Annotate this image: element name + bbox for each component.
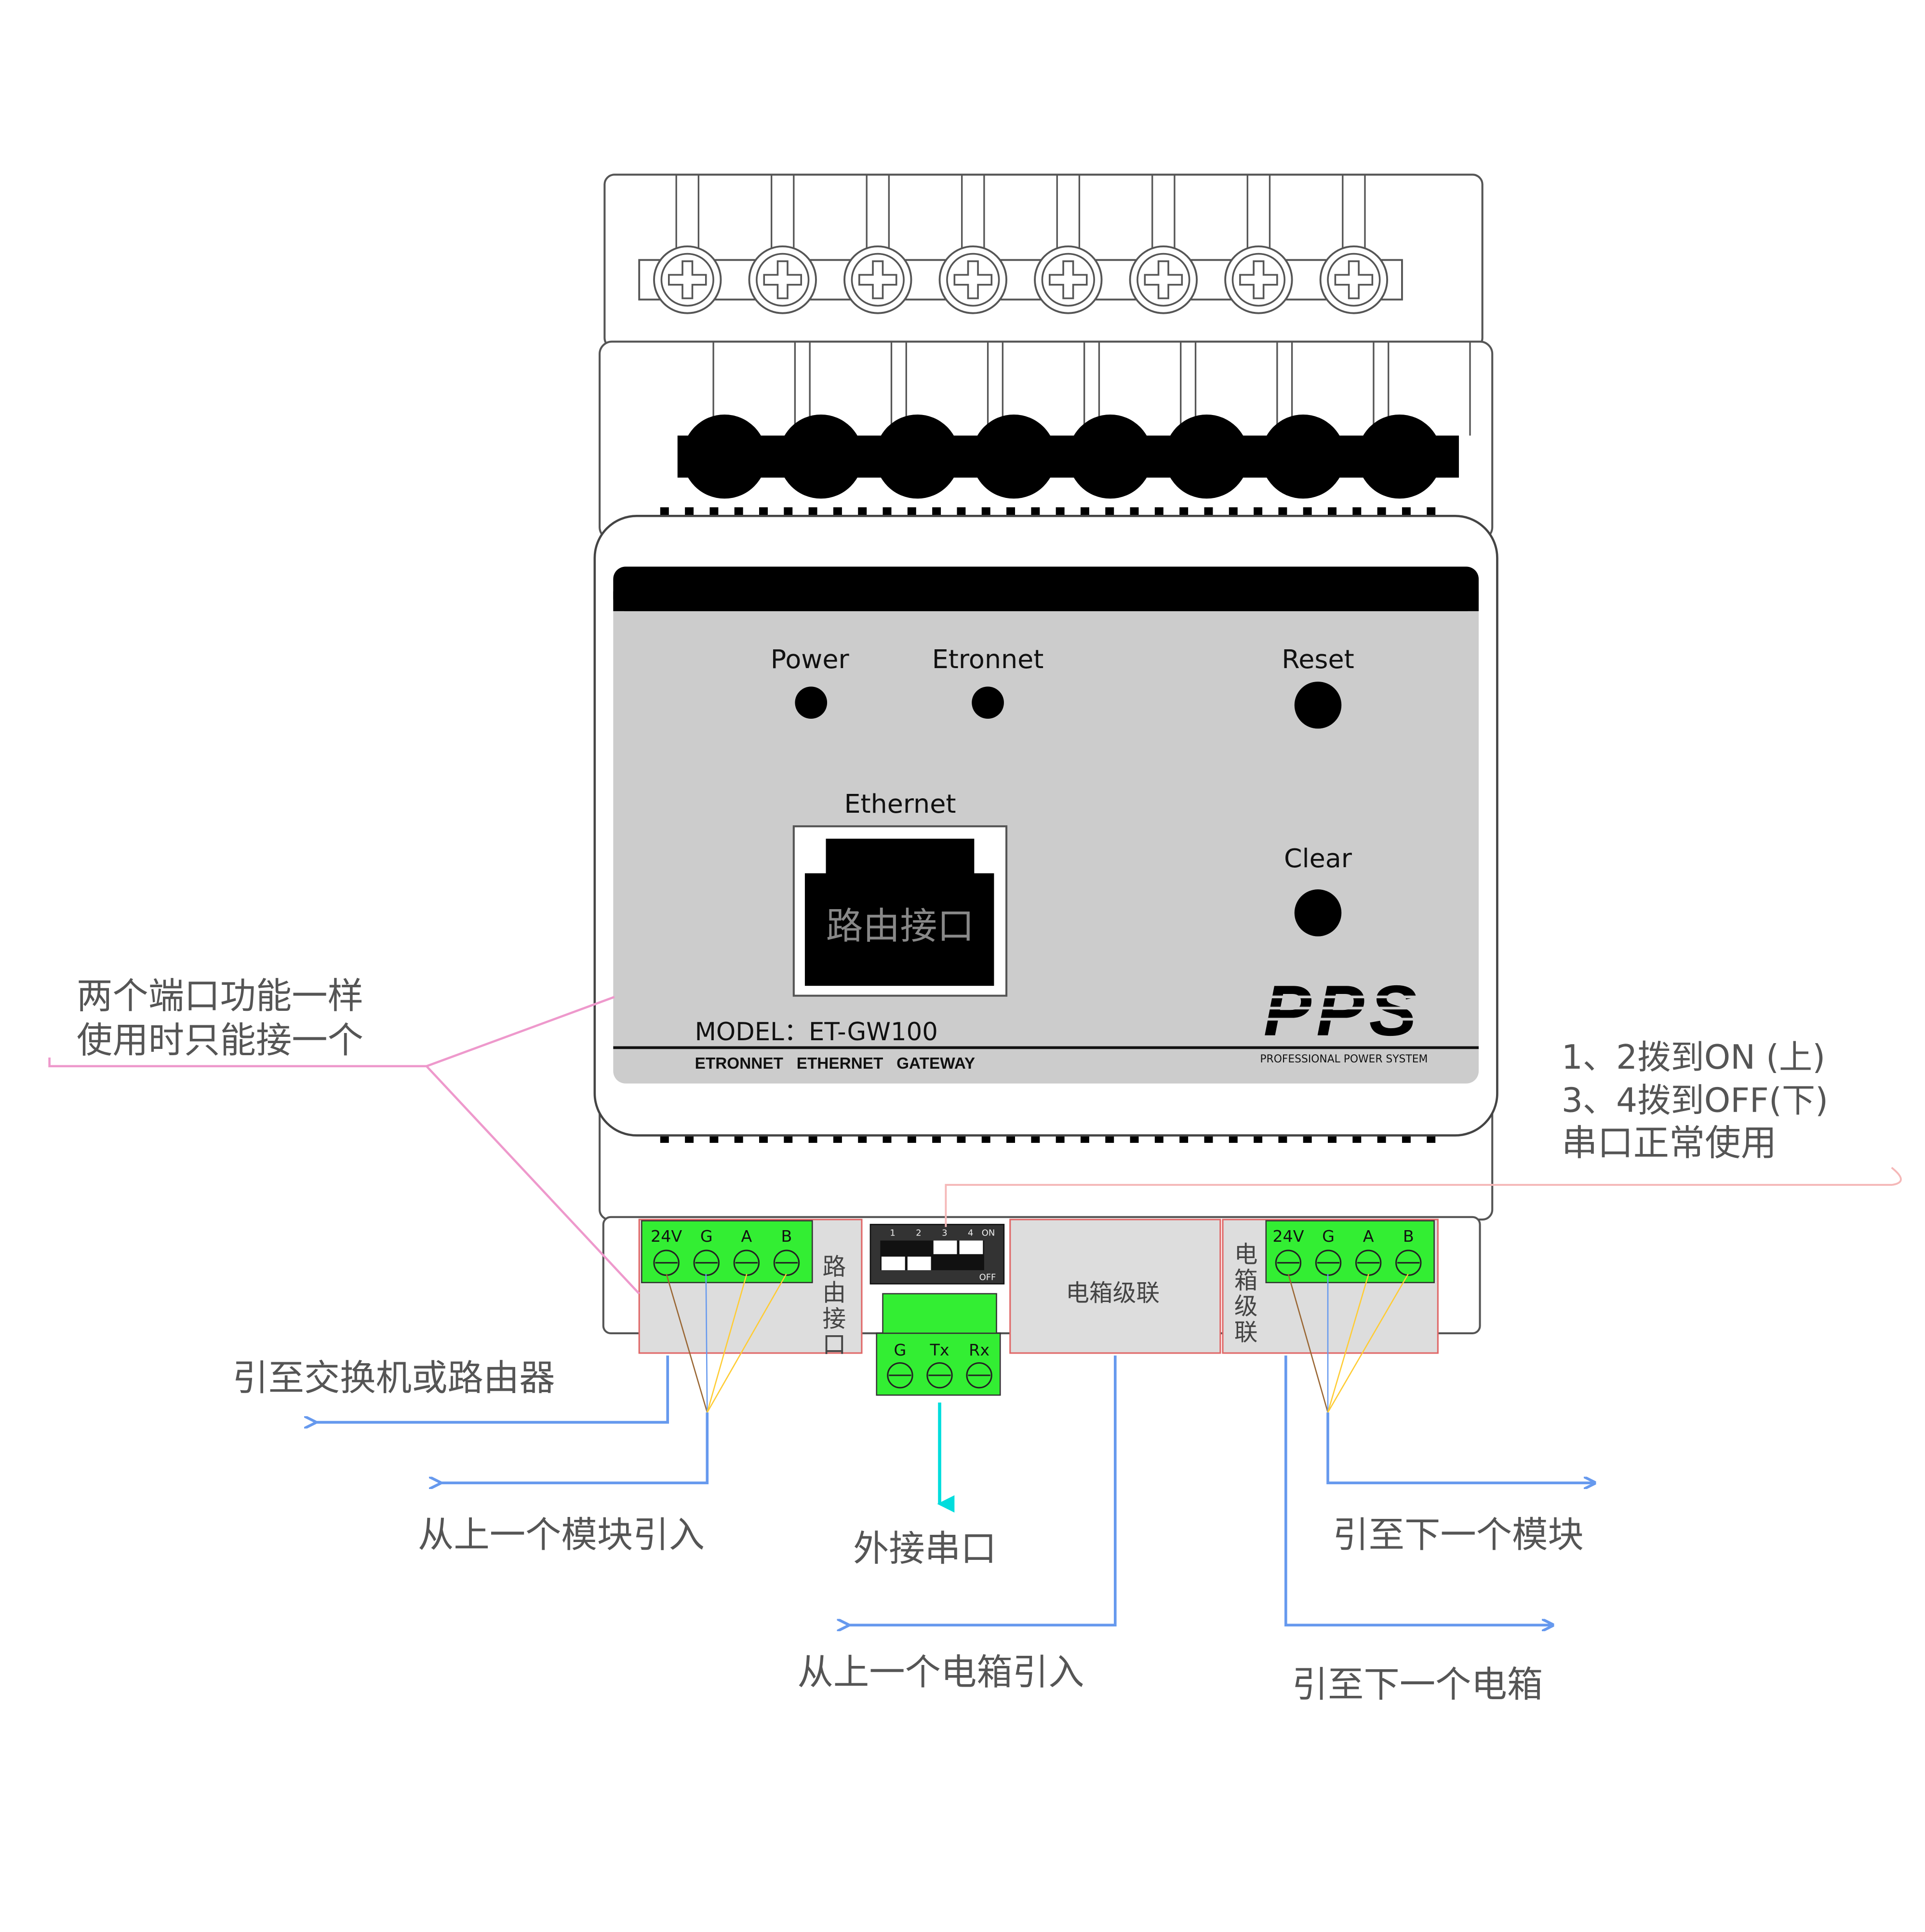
leftPins-label-1: 24V (651, 1227, 682, 1246)
leader-to-next-box (1284, 1355, 1553, 1625)
vent-slots-top (660, 507, 1436, 516)
wires (48, 996, 1902, 1625)
dip-on-label: ON (982, 1228, 995, 1238)
reset-label: Reset (1282, 644, 1354, 674)
top-screw-6 (1129, 245, 1198, 314)
serial-terminal-pins: G Tx Rx (887, 1341, 992, 1389)
rightPins-label-3: A (1363, 1227, 1374, 1246)
top-screw-7 (1224, 245, 1293, 314)
leftPins-label-4: B (781, 1227, 792, 1246)
etronnet-led (972, 686, 1004, 719)
leader-dip-note (945, 1167, 1902, 1227)
terminal-cap-1 (682, 414, 767, 499)
model-label: MODEL：ET-GW100 (695, 1018, 938, 1046)
rightPins-label-1: 24V (1272, 1227, 1304, 1246)
rightPins-label-2: G (1322, 1227, 1335, 1246)
brand-logo-stripes (1251, 995, 1434, 1021)
dip-note-line2: 3、4拨到OFF(下) (1562, 1082, 1828, 1120)
dip-number-2: 2 (916, 1228, 921, 1238)
serialPins-label-1: G (894, 1341, 907, 1359)
front-panel: Power Etronnet Reset Ethernet 路由接口 Clear… (593, 515, 1498, 1137)
dip-note-line1: 1、2拨到ON (上) (1562, 1038, 1825, 1077)
panel-subtitle: ETRONNET ETHERNET GATEWAY (695, 1055, 975, 1073)
ports-note-line2: 使用时只能接一个 (77, 1020, 363, 1061)
terminal-cap-3 (875, 414, 960, 499)
serialPins-label-2: Tx (929, 1341, 949, 1359)
right-side-label: 电箱级联 (1230, 1242, 1257, 1345)
dip-number-3: 3 (942, 1228, 947, 1238)
external-serial-label: 外接串口 (853, 1528, 997, 1570)
terminal-cap-7 (1261, 414, 1345, 499)
middle-cascade-label: 电箱级联 (1066, 1280, 1160, 1307)
dip-number-4: 4 (968, 1228, 973, 1238)
leftPins-label-3: A (741, 1227, 752, 1246)
top-screw-5 (1034, 245, 1103, 314)
rj45-label: 路由接口 (826, 905, 975, 948)
ports-note-line1: 两个端口功能一样 (77, 975, 363, 1017)
from-prev-module-label: 从上一个模块引入 (418, 1514, 705, 1556)
to-next-box-label: 引至下一个电箱 (1292, 1664, 1543, 1705)
top-screw-2 (748, 245, 817, 314)
brand-logo: PPS (1264, 970, 1422, 1051)
to-next-module-label: 引至下一个模块 (1333, 1514, 1584, 1556)
dip-switch-numbers: 1 2 3 4 (890, 1228, 973, 1238)
black-terminal-caps (682, 414, 1442, 499)
upper-housing (599, 340, 1494, 541)
leader-from-prev-box (848, 1355, 1117, 1625)
rightPins-label-4: B (1403, 1227, 1414, 1246)
dip-off-label: OFF (979, 1273, 996, 1283)
power-led (795, 686, 828, 719)
power-label: Power (771, 644, 850, 674)
dip-note-line3: 串口正常使用 (1562, 1122, 1777, 1164)
serial-terminal-block[interactable]: G Tx Rx (876, 1293, 1001, 1396)
left-terminal-block[interactable]: 24V G A B (641, 1220, 813, 1284)
right-terminal-pins: 24V G A B (1272, 1227, 1422, 1276)
top-screws (653, 245, 1389, 314)
leader-ports-note (48, 996, 640, 1295)
ethernet-label: Ethernet (844, 789, 956, 819)
clear-label: Clear (1284, 843, 1352, 873)
top-screw-3 (843, 245, 912, 314)
leftPins-label-2: G (700, 1227, 713, 1246)
to-switch-label: 引至交换机或路由器 (232, 1357, 555, 1399)
ethernet-port[interactable]: 路由接口 (792, 825, 1008, 997)
left-side-label: 路由接口 (818, 1254, 845, 1358)
from-prev-box-label: 从上一个电箱引入 (798, 1651, 1084, 1693)
top-terminal-block (603, 174, 1484, 349)
terminal-cap-5 (1068, 414, 1152, 499)
top-screw-1 (653, 245, 722, 314)
terminal-cap-2 (779, 414, 863, 499)
leader-from-prev-module (440, 1412, 709, 1483)
top-screw-8 (1319, 245, 1389, 314)
clear-button[interactable] (1294, 889, 1342, 937)
brand-subtitle: PROFESSIONAL POWER SYSTEM (1260, 1053, 1428, 1065)
serialPins-label-3: Rx (969, 1341, 989, 1359)
left-terminal-pins: 24V G A B (651, 1227, 800, 1276)
dip-number-1: 1 (890, 1228, 895, 1238)
etronnet-label: Etronnet (932, 644, 1044, 674)
leader-to-next-module (1326, 1412, 1595, 1483)
terminal-cap-6 (1164, 414, 1249, 499)
vent-slots-bottom (660, 1135, 1436, 1143)
dip-switch[interactable]: 1 2 3 4 ON OFF (869, 1223, 1005, 1285)
terminal-cap-4 (972, 414, 1056, 499)
reset-button[interactable] (1294, 682, 1342, 729)
terminal-cap-8 (1357, 414, 1442, 499)
top-fins (675, 174, 1366, 260)
leader-to-switch (315, 1355, 669, 1422)
annotations: 两个端口功能一样 使用时只能接一个 1、2拨到ON (上) 3、4拨到OFF(下… (77, 975, 1828, 1705)
top-screw-4 (938, 245, 1007, 314)
right-terminal-block[interactable]: 24V G A B (1265, 1220, 1435, 1284)
